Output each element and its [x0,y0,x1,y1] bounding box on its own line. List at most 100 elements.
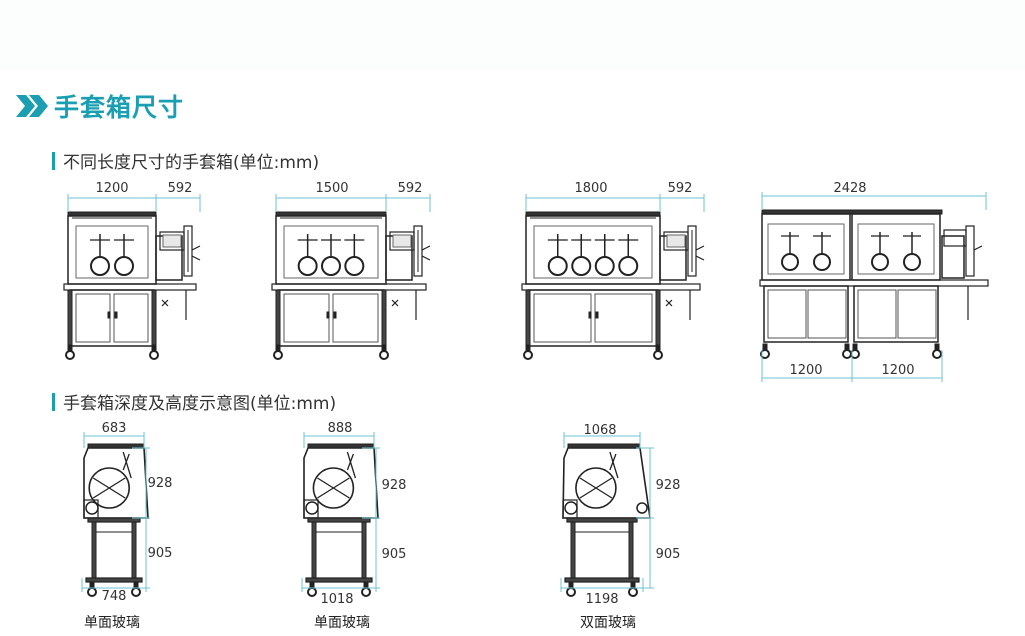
glove-port [321,256,341,276]
cabinet-door-left [283,293,330,343]
section-marker [52,392,55,411]
stand-leg [570,521,576,579]
cabinet [527,289,659,347]
cabinet-door-left [533,293,592,343]
cabinet-door-right [332,293,379,343]
glove-port [903,253,921,271]
glove-port [297,256,318,276]
port-ring [85,501,99,515]
stand-top [307,517,371,523]
cabinet [277,289,385,347]
caster-wheel [87,587,97,597]
cabinet-handle [114,311,118,319]
side-door [413,225,423,277]
stand-leg [311,521,317,579]
caster-wheel [850,349,860,359]
side-width-label: 592 [668,181,693,196]
double-glovebox-drawing [759,192,989,382]
top-depth-label: 888 [328,421,353,436]
valve-mark [161,299,169,307]
chamber-height-label: 928 [656,478,681,493]
stand-leg [361,521,367,579]
glove-port [813,253,831,271]
section-heading-lengths: 不同长度尺寸的手套箱(单位:mm) [52,148,319,173]
cabinet-handle [595,311,599,319]
cabinet-door-right [113,293,149,343]
unit-length-label: 1200 [881,363,914,378]
length-label: 1500 [315,181,348,196]
stand-base [305,577,373,583]
glove-port [781,253,799,271]
port-cross [317,477,350,499]
hanger-arm [346,453,355,471]
section-heading-text: 不同长度尺寸的手套箱(单位:mm) [63,153,320,173]
caster-wheel [131,587,141,597]
hanger-arm [609,451,619,479]
stand-top [566,517,638,523]
side-width-label: 592 [168,181,193,196]
hanger-arm [122,453,130,471]
top-rail [567,443,641,449]
glass-panel [75,225,149,279]
cabinet-door-right [807,289,847,339]
stand-height-label: 905 [148,546,173,561]
stand-height-label: 905 [656,547,681,562]
chamber-height-label: 928 [382,478,407,493]
glass-panel [767,223,845,275]
stand-leg [131,521,137,579]
cabinet [69,289,155,347]
table-top [63,283,197,291]
stand-base [85,577,143,583]
caster-wheel [149,350,159,360]
page-header: 手套箱尺寸 [14,86,184,126]
glove-port [871,253,889,271]
glove-port [594,256,615,276]
glove-port [90,256,110,276]
bottom-depth-label: 1018 [320,592,353,607]
caster-wheel [361,587,371,597]
top-depth-label: 1068 [583,423,616,438]
caster-wheel [523,350,533,360]
page-title: 手套箱尺寸 [54,93,185,122]
side-view-drawings [81,432,654,597]
leg [151,289,157,347]
handwheel [695,255,705,261]
handwheel [695,245,705,251]
double-chevron-icon [16,95,48,117]
glove-port-side [88,467,130,509]
side-door [965,225,975,277]
cabinet-handle [107,311,111,319]
leg [525,289,531,347]
glove-port [571,256,592,276]
header-band [0,0,1025,70]
glove-port-side [575,467,617,509]
total-length-label: 2428 [833,181,866,196]
caption-single-glass: 单面玻璃 [84,615,140,631]
valve-mark [391,299,399,307]
table-top [759,279,989,287]
leg [275,289,281,347]
caster-wheel [379,350,389,360]
caster-wheel [307,587,317,597]
front-view-drawings [63,194,705,360]
caster-wheel [842,349,852,359]
caption-double-glass: 双面玻璃 [580,615,636,631]
screen-display [162,234,182,248]
unit-length-label: 1200 [789,363,822,378]
handwheel [191,245,201,251]
cabinet-handle [326,311,330,319]
side-door [183,225,193,277]
section-marker [52,151,55,170]
caster-wheel [628,587,638,597]
leg [655,289,661,347]
glove-port [344,256,365,276]
handwheel [973,245,983,251]
handwheel [191,255,201,261]
cabinet-door-right [594,293,653,343]
caster-wheel [653,350,663,360]
port-cross [92,477,126,499]
control-screen [943,229,967,247]
stand-leg [91,521,97,579]
glove-port [618,256,639,276]
